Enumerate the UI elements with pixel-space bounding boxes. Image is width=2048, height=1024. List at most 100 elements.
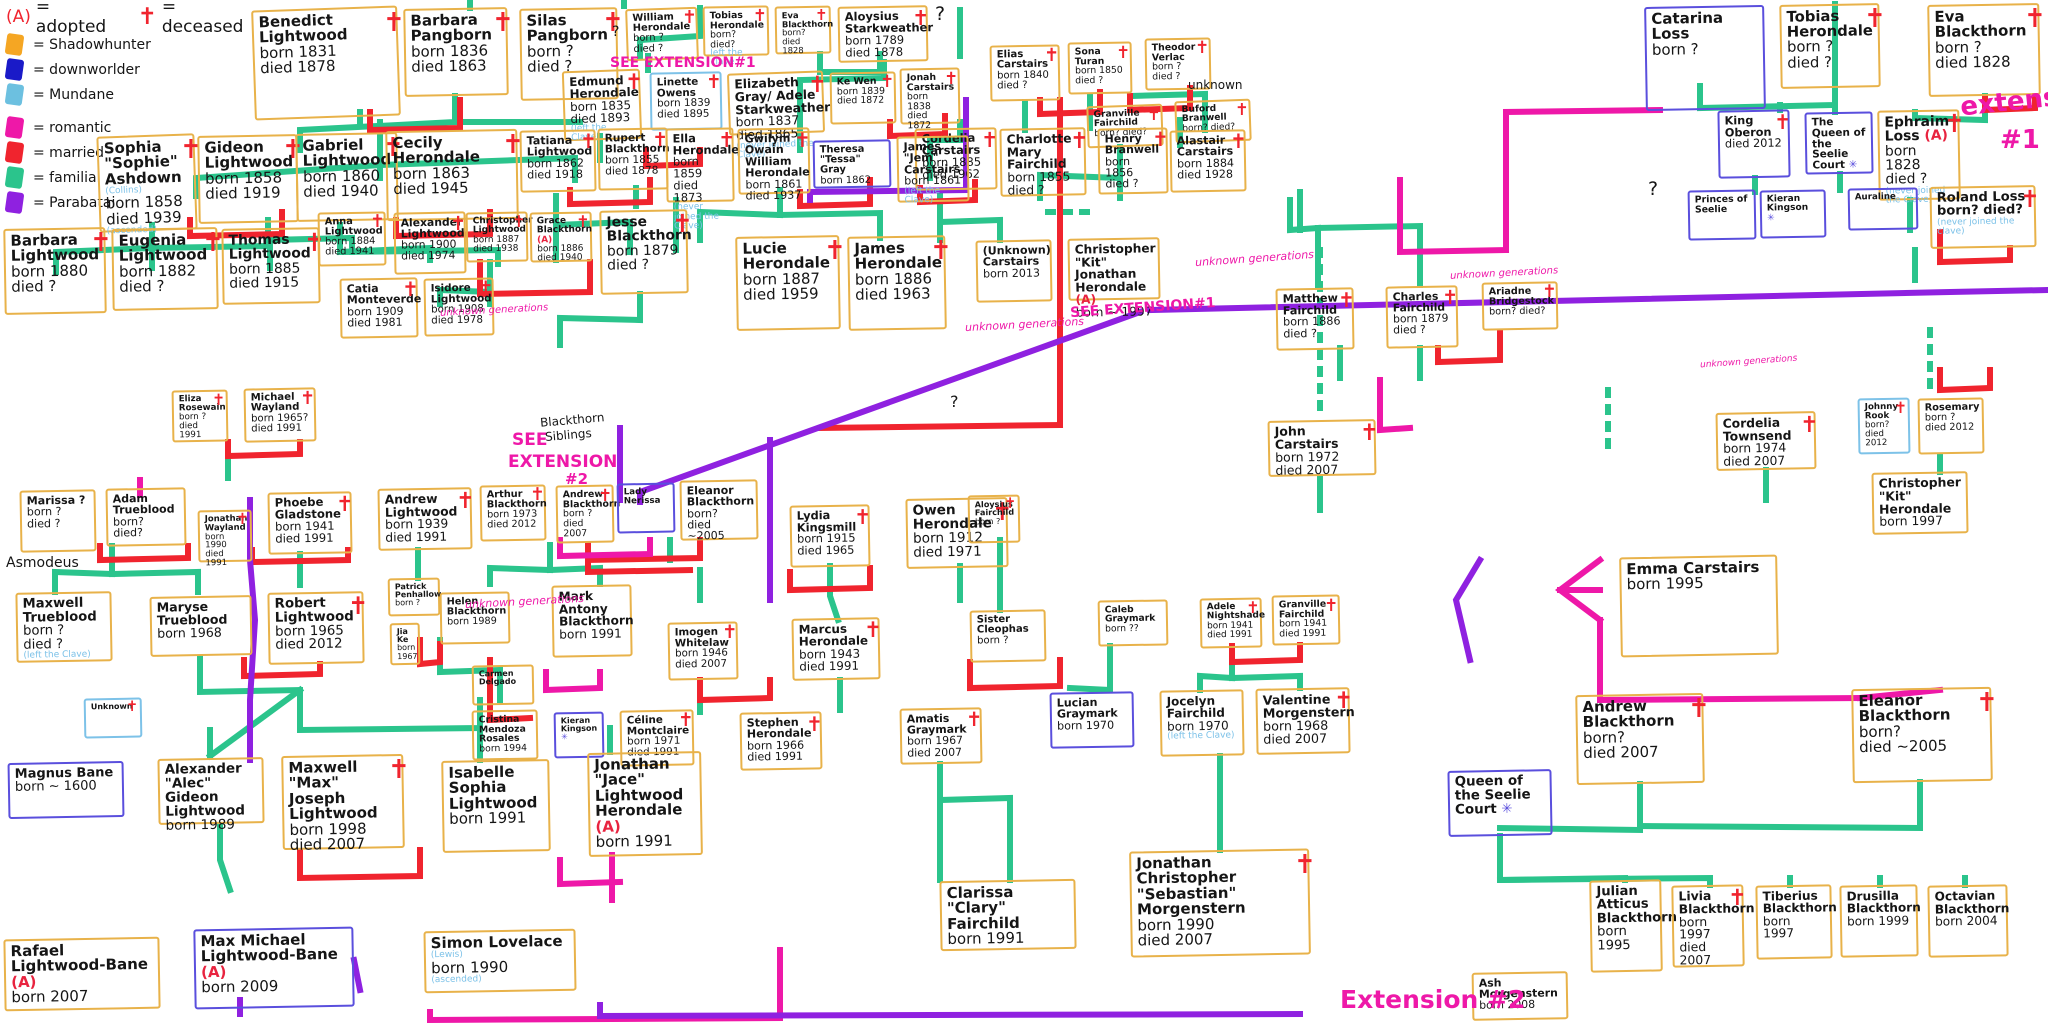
deceased-cross-icon: ✝ [1246,598,1260,617]
person-node-lady-nerissa[interactable]: Lady Nerissa [616,482,676,534]
person-name: Christopher "Kit" Herondale [1878,474,1962,517]
birth-year: born 1859 [672,154,703,181]
legend-label-married: = married [33,144,105,161]
birth-year: born ~ 1600 [14,778,97,796]
birth-year: born 1838 [906,91,931,113]
death-year: died 1945 [393,179,469,199]
person-name: Eleanor Blackthorn [1858,690,1951,726]
person-node-auraline[interactable]: Auraline [1847,187,1919,231]
deceased-cross-icon: ✝ [1116,42,1131,62]
death-year: died 1828 [1935,52,2011,73]
death-year: died ~2005 [687,518,725,543]
person-name: Octavian Blackthorn [1934,888,2010,917]
person-node-marissa[interactable]: Marissa ?born ?died ? [19,489,97,553]
death-year: died 1938 [473,243,519,255]
annotation-see-ext-2b: EXTENSION [508,452,618,472]
person-node-christopher-kit[interactable]: Christopher "Kit" Jonathan Herondale (A)… [1067,237,1161,319]
person-node-max-michael[interactable]: Max Michael Lightwood-Bane (A)born 2009 [193,926,355,1010]
person-name: (Unknown) Carstairs [982,243,1051,269]
death-year: died 1974 [401,248,456,263]
deceased-cross-icon: ✝ [304,228,325,257]
deceased-cross-icon: ✝ [202,228,224,258]
deceased-cross-icon: ✝ [1044,45,1060,66]
person-node-kieran-kingson-1[interactable]: Kieran Kingson ✳ [1759,189,1827,239]
deceased-cross-icon: ✝ [706,72,722,93]
annotation-see-ext-2: SEE [512,430,548,450]
death-year: died 1991 [275,530,334,546]
deceased-cross-icon: ✝ [912,6,930,30]
person-name: Max Michael Lightwood-Bane (A) [200,930,339,982]
person-node-jonathan-sebastian[interactable]: Jonathan Christopher "Sebastian" Morgens… [1129,848,1311,958]
deceased-cross-icon: ✝ [880,72,895,92]
person-node-queen-seelie-2[interactable]: Queen of the Seelie Court ✳ [1447,769,1553,837]
person-node-simon-lovelace[interactable]: Simon Lovelace(Lewis)born 1990(ascended) [423,928,577,994]
death-year: died 2012 [487,518,537,531]
birth-year: born ? [1786,38,1834,57]
person-name: Rafael Lightwood-Bane (A) [10,941,149,992]
annotation-asmodeus-label: Asmodeus [6,555,79,571]
person-name: Jonathan Christopher "Sebastian" Morgens… [1136,853,1246,919]
deceased-cross-icon: ✝ [602,8,624,38]
person-name: Eva Blackthorn [1934,7,2027,42]
deceased-cross-icon: ✝ [300,388,316,409]
person-node-queen-seelie[interactable]: The Queen of the Seelie Court ✳ [1804,111,1874,175]
person-node-jonathan-jace[interactable]: Jonathan "Jace" Lightwood Herondale (A)b… [587,751,703,857]
person-name: Tobias Herondale [1786,7,1874,41]
death-year: died ? [11,277,57,297]
death-year: died ? [607,256,650,274]
deceased-cross-icon: ✝ [1294,850,1316,880]
familial-swatch [4,165,25,190]
person-node-princes-seelie[interactable]: Princes of Seelie [1687,189,1757,241]
person-node-kieran-kingson-2[interactable]: Kieran Kingson ✳ [553,711,605,759]
adopted-symbol: (A) [6,7,31,27]
deceased-cross-icon: ✝ [1324,595,1339,615]
death-year: died 1941 [325,245,375,258]
person-node-rafael-lightwood-bane[interactable]: Rafael Lightwood-Bane (A)born 2007 [3,936,161,1012]
legend-header: (A) = adopted ✝ = deceased [6,0,256,37]
person-node-carmen-delgado[interactable]: Carmen Delgado [471,664,535,706]
death-year: died ? [1283,326,1318,341]
person-name: Theresa "Tessa" Gray [819,143,865,176]
deceased-cross-icon: ✝ [502,130,524,160]
annotation-qmark-alastair: ? [1648,178,1659,200]
deceased-cross-icon: ✝ [944,68,959,88]
death-year: died 1873 [673,177,703,205]
deceased-cross-icon: ✝ [1334,688,1354,714]
annotation-extension-1-num: #1 [2000,125,2040,155]
birth-year: born 1856 [1104,154,1134,180]
person-name: Gabriel Lightwood [302,135,392,171]
deceased-cross-icon: ✝ [753,6,767,25]
